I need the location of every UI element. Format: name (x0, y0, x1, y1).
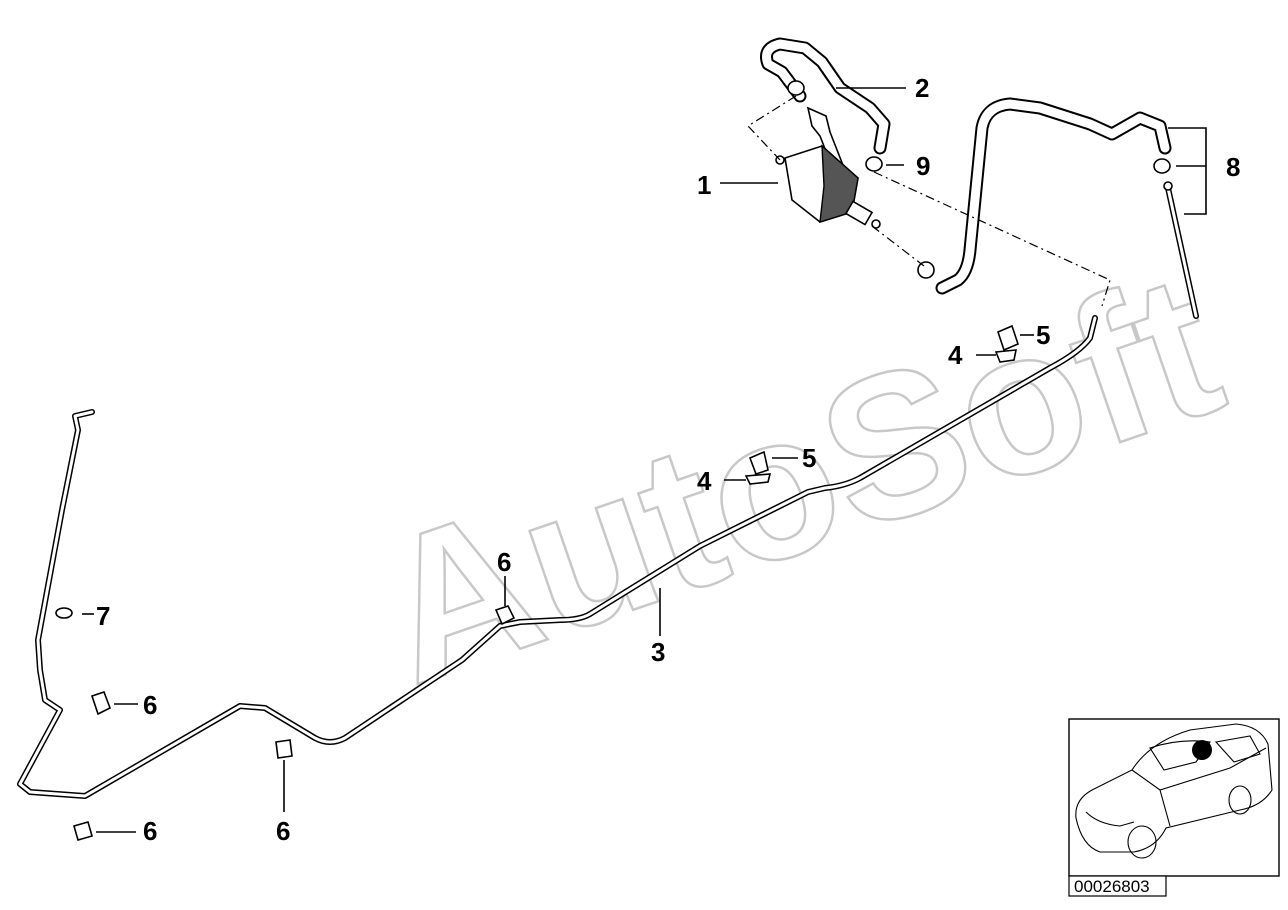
callout-6-mid: 6 (497, 547, 511, 577)
clip-upper (994, 324, 1019, 363)
clamp-part-9 (865, 156, 883, 172)
clip-lower (744, 450, 772, 485)
location-marker-icon (1192, 740, 1212, 760)
callout-5-lower: 5 (802, 443, 816, 473)
callout-4-upper: 4 (948, 340, 963, 370)
callout-6-lower-left: 6 (143, 816, 157, 846)
callout-8: 8 (1226, 152, 1240, 182)
clamp-top (787, 80, 805, 96)
watermark-text: AutoSoft (353, 229, 1246, 727)
holder-part-6-lower-left (73, 821, 93, 841)
clamp-part-8 (1153, 158, 1171, 174)
holder-part-6-left (90, 690, 112, 716)
grommet-part-7 (55, 607, 73, 619)
callout-6-bottom: 6 (276, 816, 290, 846)
callout-4-lower: 4 (697, 466, 712, 496)
callout-6-left: 6 (143, 690, 157, 720)
holder-part-6-mid (494, 605, 516, 626)
holder-part-6-bottom (275, 739, 293, 759)
callout-7: 7 (96, 601, 110, 631)
pump-assembly (775, 106, 881, 229)
hose-right (935, 97, 1172, 295)
vehicle-inset (1068, 718, 1280, 877)
clamp-lower (917, 261, 935, 279)
part-number: 00026803 (1074, 877, 1150, 896)
callout-1: 1 (697, 170, 711, 200)
leader-lines (82, 87, 1207, 833)
callout-2: 2 (915, 73, 929, 103)
callout-9: 9 (916, 151, 930, 181)
callout-5-upper: 5 (1036, 320, 1050, 350)
rod-part-8 (1163, 181, 1199, 319)
assembly-lines (747, 95, 1111, 307)
part-number-box: 00026803 (1068, 875, 1167, 897)
fuel-line-pipe (17, 315, 1098, 799)
callout-3: 3 (651, 637, 665, 667)
